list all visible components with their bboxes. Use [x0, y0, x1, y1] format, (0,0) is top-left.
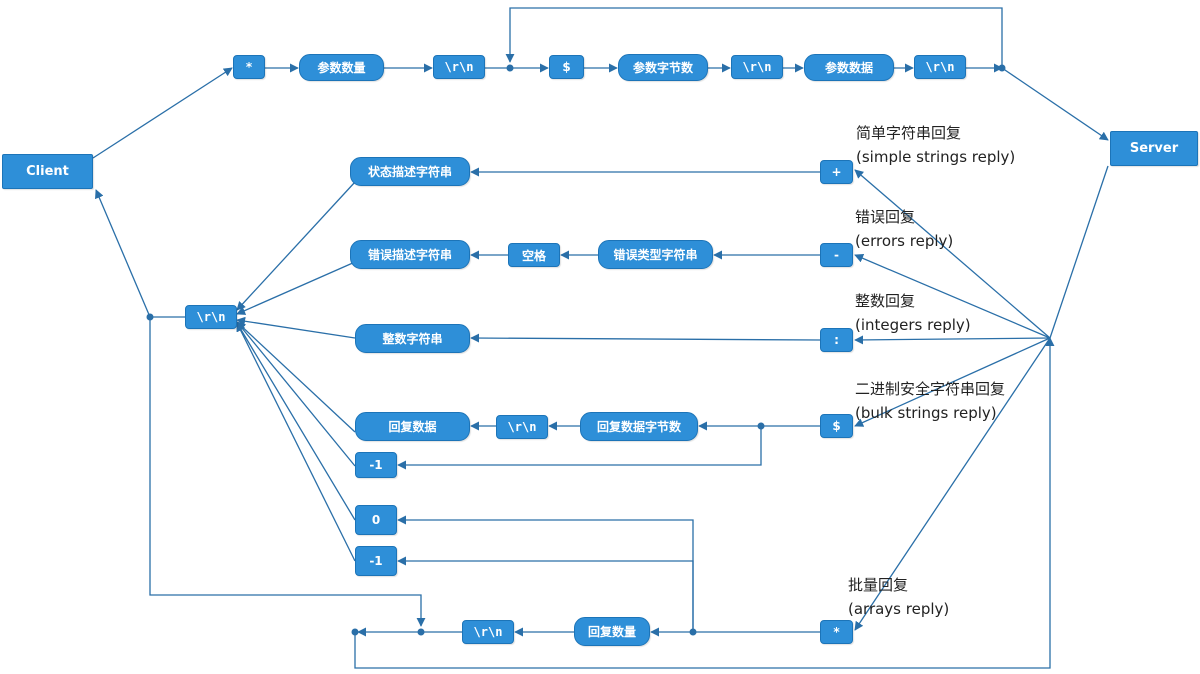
simple-reply-label-zh: 简单字符串回复 — [856, 124, 962, 142]
request-dollar-node: $ — [549, 55, 584, 79]
arg-count-node: 参数数量 — [299, 54, 384, 81]
crlf-bulk-node: \r\n — [496, 415, 548, 439]
edge-replydata-to-crlf — [236, 321, 356, 433]
dot-request-junction — [506, 64, 514, 72]
edge-colon-to-integer — [470, 333, 821, 343]
edge-hub-to-plus — [854, 169, 1051, 339]
server-node: Server — [1110, 131, 1198, 166]
edge-zero-to-crlf — [236, 322, 356, 521]
reply-count-node: 回复数量 — [574, 617, 650, 646]
dot-server-junction — [998, 64, 1006, 72]
errors-reply-label-en: (errors reply) — [855, 232, 954, 250]
dot-array-end-junction — [351, 628, 359, 636]
edge-junction-to-client — [95, 189, 151, 318]
errors-reply-label-zh: 错误回复 — [855, 208, 916, 226]
reply-colon-node: : — [820, 328, 853, 352]
edge-negoneArray-to-crlf — [236, 322, 356, 562]
arg-bytes-node: 参数字节数 — [618, 54, 708, 81]
edge-junction-to-zero — [397, 515, 694, 632]
dot-bulk-junction — [757, 422, 765, 430]
crlf-array-node: \r\n — [462, 620, 514, 644]
edge-end-return-to-server — [354, 337, 1055, 669]
zero-node: 0 — [355, 505, 397, 535]
edge-errordesc-to-crlf — [236, 261, 356, 315]
simple-reply-label-en: (simple strings reply) — [856, 148, 1016, 166]
edge-hub-to-dollar — [854, 337, 1051, 427]
edge-negone-to-crlf — [236, 321, 356, 467]
arrays-reply-label-zh: 批量回复 — [848, 576, 909, 594]
edge-hub-to-minus — [854, 254, 1051, 339]
edge-junction-to-negone — [397, 426, 762, 470]
request-crlf-2-node: \r\n — [731, 55, 783, 79]
neg-one-bulk-node: -1 — [355, 452, 397, 478]
bulk-reply-label-zh: 二进制安全字符串回复 — [855, 380, 1006, 398]
crlf-main-node: \r\n — [185, 305, 237, 329]
edge-hub-to-colon — [854, 335, 1051, 345]
reply-minus-node: - — [820, 243, 853, 267]
edge-integer-to-crlf — [236, 316, 356, 339]
error-desc-node: 错误描述字符串 — [350, 240, 470, 269]
edge-junction-to-negone-array — [397, 556, 694, 632]
reply-dollar-node: $ — [820, 414, 853, 438]
arg-data-node: 参数数据 — [804, 54, 894, 81]
reply-bytes-node: 回复数据字节数 — [580, 412, 698, 441]
error-type-node: 错误类型字符串 — [598, 240, 713, 269]
edge-left-junction-to-array — [149, 317, 426, 627]
edge-junction-to-server — [1001, 67, 1109, 141]
integers-reply-label-en: (integers reply) — [855, 316, 971, 334]
reply-star-node: * — [820, 620, 853, 644]
edge-status-to-crlf — [236, 181, 356, 311]
edge-server-to-hub — [1049, 165, 1109, 339]
edge-loop-back — [505, 7, 1003, 68]
request-star-node: * — [233, 55, 265, 79]
client-node: Client — [2, 154, 93, 189]
reply-data-node: 回复数据 — [355, 412, 470, 441]
bulk-reply-label-en: (bulk strings reply) — [855, 404, 997, 422]
dot-main-crlf-junction — [146, 313, 154, 321]
space-node: 空格 — [508, 243, 560, 267]
reply-plus-node: + — [820, 160, 853, 184]
integer-string-node: 整数字符串 — [355, 324, 470, 353]
integers-reply-label-zh: 整数回复 — [855, 292, 916, 310]
dot-array-crlf-junction — [417, 628, 425, 636]
edge-hub-to-star — [854, 337, 1051, 631]
dot-array-junction — [689, 628, 697, 636]
status-string-node: 状态描述字符串 — [350, 157, 470, 186]
request-crlf-1-node: \r\n — [433, 55, 485, 79]
neg-one-array-node: -1 — [355, 546, 397, 576]
arrays-reply-label-en: (arrays reply) — [848, 600, 950, 618]
edge-client-to-star — [92, 67, 233, 159]
request-crlf-3-node: \r\n — [914, 55, 966, 79]
